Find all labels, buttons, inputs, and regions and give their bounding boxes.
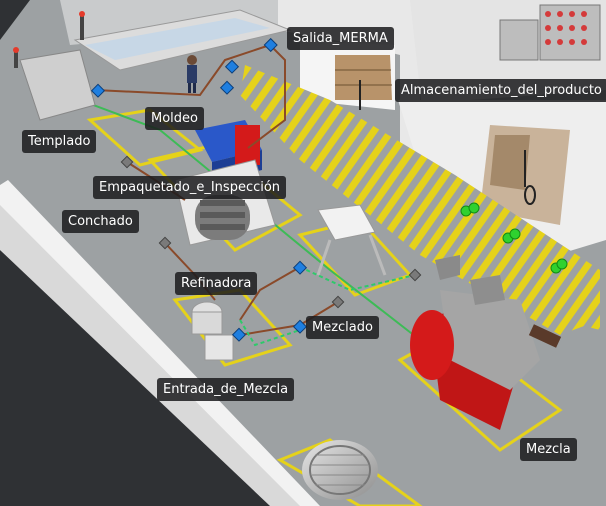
- label-templado[interactable]: Templado: [22, 130, 97, 153]
- merma-rack-shelves: [335, 69, 392, 86]
- label-entrada-mezcla[interactable]: Entrada_de_Mezcla: [157, 378, 295, 401]
- merma-rack: [335, 55, 392, 100]
- label-salida-merma[interactable]: Salida_MERMA: [287, 27, 394, 50]
- flow-nodes[interactable]: [90, 37, 308, 342]
- operator-figure: [187, 55, 197, 93]
- label-mezclado[interactable]: Mezclado: [306, 316, 379, 339]
- label-moldeo[interactable]: Moldeo: [145, 107, 204, 130]
- label-mezcla[interactable]: Mezcla: [520, 438, 577, 461]
- entrada-drum: [302, 440, 378, 500]
- storage-boxes: [490, 135, 530, 190]
- beacon-poles: [13, 11, 85, 68]
- signal-lights: [460, 202, 568, 274]
- templado-machine: [19, 49, 96, 121]
- mezcla-roaster: [410, 255, 562, 430]
- refinadora-machine: [191, 301, 234, 361]
- conveyor-belt: [85, 18, 270, 60]
- station-nodes[interactable]: [120, 155, 422, 309]
- label-empaquetado[interactable]: Empaquetado_e_Inspección: [93, 176, 287, 199]
- label-almacenamiento[interactable]: Almacenamiento_del_producto: [395, 79, 606, 102]
- partition-wall-1: [278, 0, 440, 200]
- label-refinadora[interactable]: Refinadora: [175, 272, 258, 295]
- panel-indicators: [545, 11, 587, 45]
- control-panels: [499, 4, 601, 61]
- sensor-links: [239, 266, 416, 347]
- hanging-chains: [359, 80, 536, 205]
- hatched-walkway-2: [430, 200, 600, 330]
- mezclado-tank: [316, 204, 387, 276]
- front-wall-top: [0, 180, 320, 506]
- label-conchado[interactable]: Conchado: [62, 210, 139, 233]
